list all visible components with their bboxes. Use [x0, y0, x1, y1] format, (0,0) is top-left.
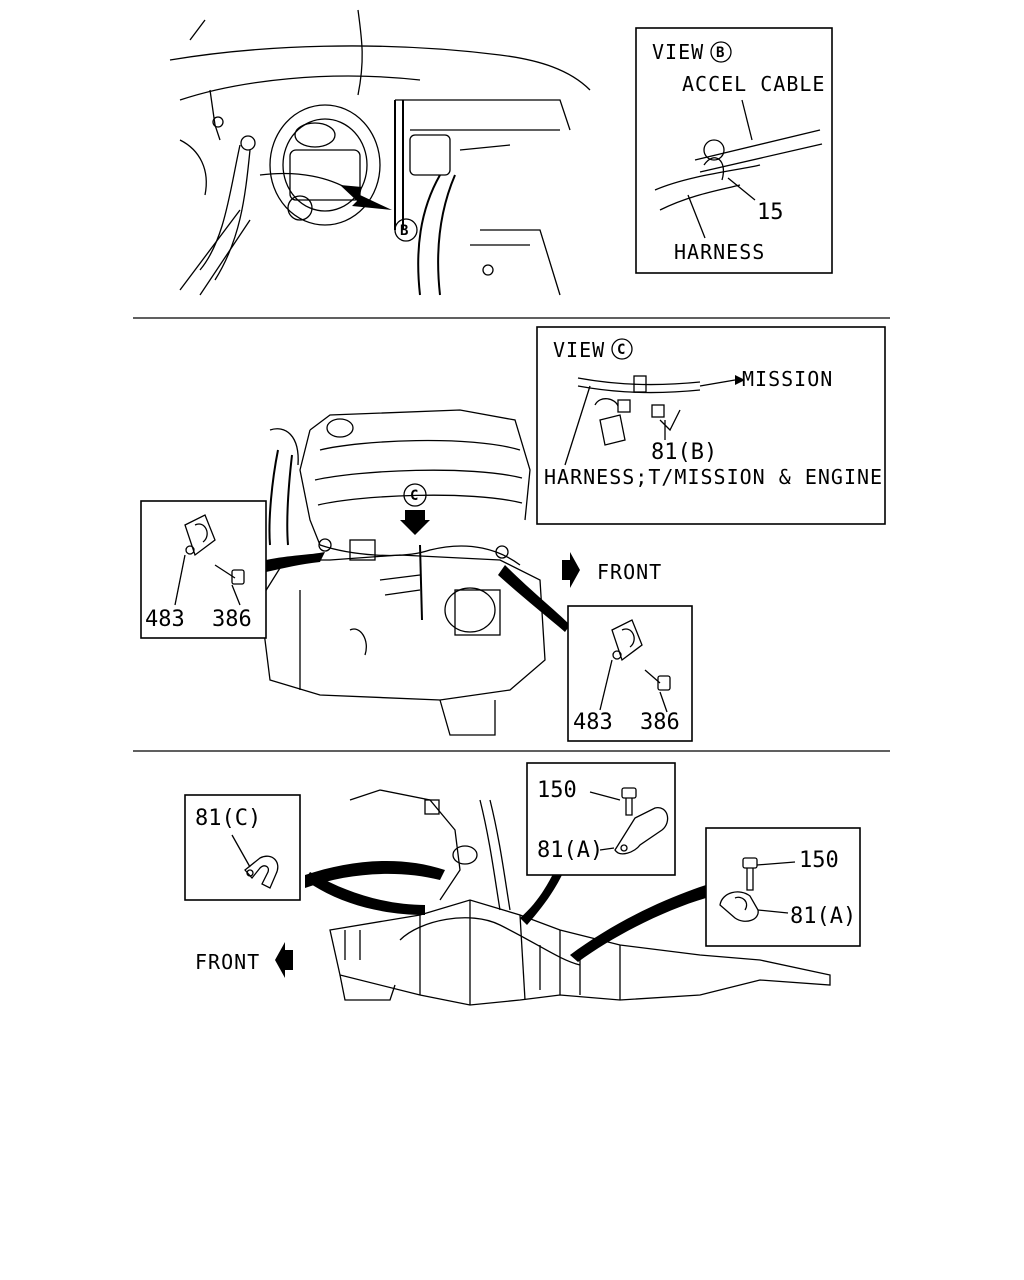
part-150-top: 150 — [537, 778, 577, 803]
view-c-marker: C — [617, 342, 625, 358]
part-81a-right: 81(A) — [790, 904, 856, 929]
view-b-title: VIEW — [652, 40, 704, 64]
part-483-right: 483 — [573, 710, 613, 735]
clip-detail-right: 483 386 — [567, 605, 693, 742]
clip-detail-top-81a: 150 81(A) — [526, 762, 676, 876]
harness-label: HARNESS — [674, 240, 765, 264]
mission-label: MISSION — [742, 367, 833, 391]
front-indicator-panel3: FRONT — [195, 942, 293, 978]
panel-2-engine: C — [259, 409, 570, 736]
front-arrow-left-icon — [275, 942, 293, 978]
view-c-detail: VIEW C MISSION 81(B) HARNESS;T/MISSION &… — [536, 326, 886, 525]
clip-detail-81c: 81(C) — [184, 794, 301, 901]
accel-cable-label: ACCEL CABLE — [682, 72, 825, 96]
panel-1-engine-bay: B — [169, 9, 591, 296]
front-arrow-right-icon — [562, 552, 580, 588]
view-c-title: VIEW — [553, 338, 605, 362]
clip-detail-left: 483 386 — [140, 500, 267, 639]
callout-c-circle — [403, 483, 427, 507]
part-81c-label: 81(C) — [195, 806, 261, 831]
harness-tmission-engine-label: HARNESS;T/MISSION & ENGINE — [544, 465, 883, 489]
callout-b: B — [400, 223, 408, 239]
part-386-right: 386 — [640, 710, 680, 735]
callout-c: C — [410, 488, 418, 504]
part-150-right: 150 — [799, 848, 839, 873]
part-81b-label: 81(B) — [651, 440, 717, 465]
part-386-left: 386 — [212, 607, 252, 632]
panel-3-transmission — [305, 789, 831, 1006]
view-b-detail: VIEW B ACCEL CABLE 15 HARNESS — [635, 27, 833, 274]
part-15-label: 15 — [757, 200, 784, 225]
front-label-panel3: FRONT — [195, 950, 260, 974]
front-label-panel2: FRONT — [597, 560, 662, 584]
callout-b-circle — [394, 218, 418, 242]
part-81a-top: 81(A) — [537, 838, 603, 863]
front-indicator-panel2: FRONT — [562, 552, 662, 588]
part-483-left: 483 — [145, 607, 185, 632]
clip-detail-right-81a: 150 81(A) — [705, 827, 861, 947]
view-b-marker: B — [716, 45, 724, 61]
